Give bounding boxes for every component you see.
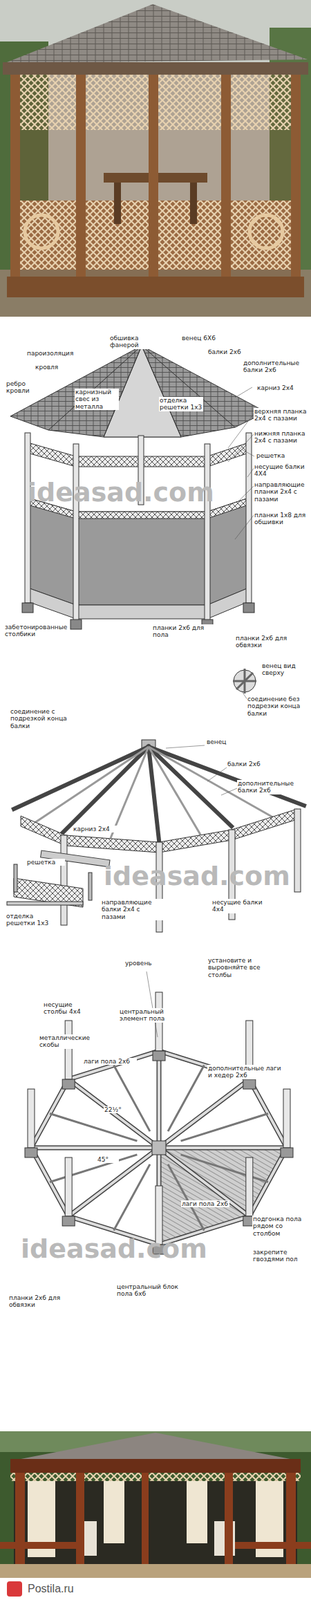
part-label: отделка решетки 1х3 (5, 912, 52, 927)
part-label: центральный элемент пола (118, 1007, 179, 1023)
frame-part (152, 1140, 166, 1155)
part-label: карниз 2х4 (256, 384, 309, 392)
frame-part (158, 1078, 250, 1148)
frame-part (68, 1078, 159, 1148)
frame-part (158, 1145, 287, 1149)
frame-part (68, 1147, 159, 1216)
frame-part (49, 1113, 137, 1142)
frame-part (31, 1145, 159, 1151)
frame-part (181, 1154, 269, 1182)
watermark: ideasad.com (20, 1232, 208, 1264)
part-label: верхняя планка 2х4 с пазами (253, 407, 309, 423)
part-label: планки 2х6 для обвязки (234, 634, 306, 649)
part-label: планки 2х6 для пола (152, 624, 216, 639)
part-label: 22½° (103, 1105, 129, 1113)
frame-part (64, 1156, 72, 1216)
part-label: нижняя планка 2х4 с пазами (253, 429, 309, 445)
part-label: дополнительные лаги и хедер 2х6 (207, 1064, 285, 1079)
frame-part (283, 1088, 291, 1148)
frame-part (31, 1050, 287, 1244)
part-label: забетонированные столбики (4, 623, 64, 638)
part-label: карнизный свес из металла (74, 388, 119, 410)
part-label: венец 6Х6 (181, 334, 224, 342)
frame-part (152, 1050, 166, 1061)
frame-part (49, 1154, 137, 1182)
part-label: центральный блок пола 6х6 (116, 1282, 184, 1298)
frame-part (158, 1145, 287, 1151)
part-label: соединение без подрезки конца балки (246, 695, 309, 717)
frame-part (280, 1147, 294, 1157)
frame-part (62, 1215, 75, 1226)
part-label: металлические скобы (38, 1033, 94, 1049)
frame-part (31, 1145, 159, 1149)
photo-gazebo (0, 0, 311, 317)
frame-part (114, 1163, 150, 1231)
frame-part (31, 1050, 287, 1244)
part-label: кровля (34, 363, 64, 371)
part-label: балки 2х6 (207, 348, 252, 356)
part-label: отделка решетки 1х3 (158, 396, 204, 412)
frame-part (167, 1163, 204, 1231)
site-name: Postila.ru (27, 1581, 74, 1595)
frame-part (156, 1050, 162, 1148)
part-label: соединение с подрезкой конца балки (9, 707, 72, 730)
part-label: венец вид сверху (261, 662, 309, 677)
frame-part (158, 1078, 250, 1148)
frame-part (158, 1147, 250, 1216)
part-label: венец (205, 738, 238, 746)
part-label: лаги пола 2х6 (181, 1199, 230, 1207)
frame-part (146, 971, 158, 1037)
floor-frame-drawing (24, 971, 294, 1254)
frame-part (64, 1020, 72, 1079)
part-label: подгонка пола рядом со столбом (252, 1214, 309, 1237)
photo-gazebo-curtains (0, 1430, 311, 1578)
part-label: несущие балки 4х4 (211, 898, 273, 913)
frame-part (157, 1050, 161, 1148)
frame-part (27, 1088, 35, 1148)
logo-icon (6, 1580, 23, 1596)
part-label: закрепите гвоздями пол (252, 1248, 309, 1263)
part-label: направляющие планки 2х4 с пазами (253, 481, 309, 503)
part-label: дополнительные балки 2х6 (237, 779, 308, 795)
part-label: обшивка фанерой (109, 334, 166, 350)
part-label: 45° (96, 1155, 119, 1163)
part-label: карниз 2х4 (72, 825, 117, 833)
watermark: ideasad.com (27, 476, 215, 508)
frame-part (167, 1065, 204, 1132)
part-label: ребро кровли (5, 380, 50, 395)
frame-part (181, 1113, 269, 1142)
part-label: решетка (26, 858, 65, 866)
part-label: планки 2х6 для обвязки (8, 1293, 65, 1309)
part-label: уровень (124, 959, 162, 967)
frame-part (243, 1078, 256, 1089)
frame-part (114, 1065, 150, 1132)
part-label: несущие балки 4Х4 (253, 463, 309, 478)
frame-part (24, 1147, 38, 1157)
watermark: ideasad.com (103, 860, 291, 891)
part-label: пароизоляция (26, 349, 78, 357)
part-label: балки 2х6 (226, 760, 271, 768)
part-label: направляющие балки 2х4 с пазами (100, 898, 166, 920)
frame-part (158, 1147, 250, 1216)
frame-part (62, 1078, 75, 1089)
part-label: установите и выровняйте все столбы (207, 956, 281, 978)
frame-part (68, 1078, 159, 1148)
part-label: несущие столбы 4х4 (42, 1000, 97, 1016)
part-label: лаги пола 2х6 (82, 1057, 137, 1065)
part-label: планки 1х8 для обшивки (253, 511, 309, 526)
part-label: дополнительные балки 2х6 (242, 359, 309, 374)
frame-part (68, 1147, 159, 1216)
frame-part (246, 1156, 253, 1216)
part-label: решетка (255, 451, 306, 459)
